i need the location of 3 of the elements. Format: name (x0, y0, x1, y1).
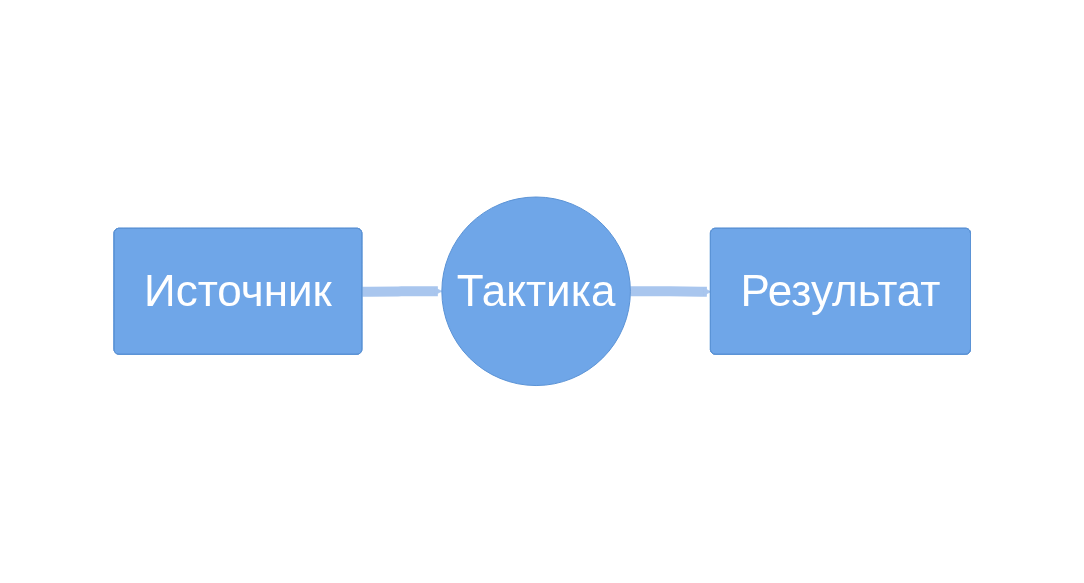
node-circle: Тактика (441, 196, 631, 387)
arrow (362, 286, 442, 297)
arrow (630, 286, 712, 297)
